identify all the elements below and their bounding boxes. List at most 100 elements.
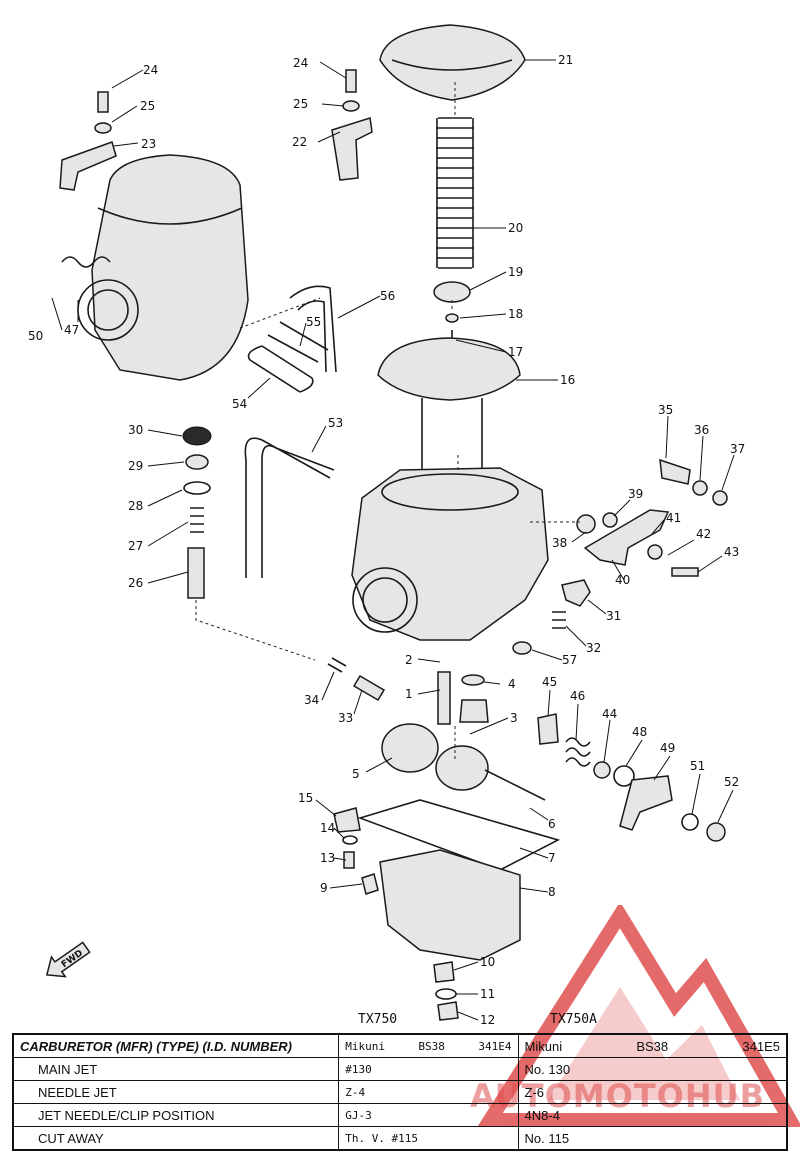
callout-21: 21: [558, 53, 573, 67]
callout-43: 43: [724, 545, 739, 559]
callout-42: 42: [696, 527, 711, 541]
row-value-a: GJ-3: [338, 1103, 519, 1127]
cable-bracket: [331, 117, 373, 181]
callout-22: 22: [292, 135, 307, 149]
callout-11: 11: [480, 987, 495, 1001]
pilot-cap: [182, 426, 212, 446]
callout-19: 19: [508, 265, 523, 279]
float-bowl: [379, 849, 521, 961]
callout-3: 3: [510, 711, 518, 725]
row-label: NEEDLE JET: [12, 1080, 340, 1104]
callout-55: 55: [306, 315, 321, 329]
callout-25: 25: [140, 99, 155, 113]
main-jet: [437, 671, 451, 725]
carburetor-spec-table: CARBURETOR (MFR) (TYPE) (I.D. NUMBER) Mi…: [12, 1033, 788, 1151]
callout-49: 49: [660, 741, 675, 755]
spring-seat: [433, 281, 471, 303]
callout-16: 16: [560, 373, 575, 387]
overflow-hose-56: [289, 285, 337, 373]
link-arm: [583, 509, 670, 566]
diaphragm-piston: [377, 337, 521, 401]
callout-50: 50: [28, 329, 43, 343]
leader-lines: [51, 59, 735, 1021]
callout-46: 46: [570, 689, 585, 703]
callout-23: 23: [141, 137, 156, 151]
callout-14: 14: [320, 821, 335, 835]
row-value-a: #130: [338, 1057, 519, 1081]
callout-2: 2: [405, 653, 413, 667]
assembled-carburetor: [61, 154, 249, 381]
choke-lever: [619, 775, 673, 831]
callout-47: 47: [64, 323, 79, 337]
callout-40: 40: [615, 573, 630, 587]
row-value-b: Z-6: [517, 1080, 788, 1104]
table-row: NEEDLE JET Z-4 Z-6: [12, 1080, 788, 1104]
header-label: CARBURETOR (MFR) (TYPE) (I.D. NUMBER): [12, 1033, 340, 1058]
callout-18: 18: [508, 307, 523, 321]
callout-17: 17: [508, 345, 523, 359]
drain-hose-55: [267, 321, 329, 363]
drain-hose-54: [247, 345, 314, 393]
row-label: JET NEEDLE/CLIP POSITION: [12, 1103, 340, 1127]
header-b-mfr: Mikuni: [524, 1038, 563, 1054]
cable-bracket-left: [59, 141, 117, 191]
piston-spring: [436, 117, 474, 269]
callout-36: 36: [694, 423, 709, 437]
callout-12: 12: [480, 1013, 495, 1027]
callout-29: 29: [128, 459, 143, 473]
throttle-lever: [659, 458, 691, 485]
callout-51: 51: [690, 759, 705, 773]
pilot-screw: [187, 547, 205, 599]
vent-hose: [244, 437, 335, 578]
callout-24: 24: [293, 56, 308, 70]
header-a-id: 341E4: [478, 1039, 512, 1053]
callout-52: 52: [724, 775, 739, 789]
header-a-mfr: Mikuni: [345, 1039, 385, 1053]
callout-57: 57: [562, 653, 577, 667]
row-value-b: No. 130: [517, 1057, 788, 1081]
callout-30: 30: [128, 423, 143, 437]
callout-45: 45: [542, 675, 557, 689]
callout-44: 44: [602, 707, 617, 721]
carburetor-body: [351, 467, 549, 641]
row-label: CUT AWAY: [12, 1126, 340, 1151]
model-label-a: TX750: [358, 1012, 398, 1027]
row-value-b: 4N8-4: [517, 1103, 788, 1127]
header-a-type: BS38: [418, 1039, 445, 1053]
callout-41: 41: [666, 511, 681, 525]
part-drawings: [59, 24, 728, 1021]
callout-32: 32: [586, 641, 601, 655]
callout-25: 25: [293, 97, 308, 111]
callout-33: 33: [338, 711, 353, 725]
table-row: MAIN JET #130 No. 130: [12, 1057, 788, 1081]
callout-9: 9: [320, 881, 328, 895]
callout-56: 56: [380, 289, 395, 303]
callout-4: 4: [508, 677, 516, 691]
carburetor-exploded-diagram: 24 25 23 50 47 24 25 22 21 20 19 18 17 1…: [28, 24, 745, 1027]
callout-31: 31: [606, 609, 621, 623]
table-header-row: CARBURETOR (MFR) (TYPE) (I.D. NUMBER) Mi…: [12, 1033, 788, 1058]
callout-8: 8: [548, 885, 556, 899]
callout-26: 26: [128, 576, 143, 590]
callout-24: 24: [143, 63, 158, 77]
header-b-id: 341E5: [742, 1038, 780, 1054]
callout-53: 53: [328, 416, 343, 430]
callout-37: 37: [730, 442, 745, 456]
intake-bore: [352, 567, 418, 633]
pilot-spring: [190, 507, 204, 533]
callout-34: 34: [304, 693, 319, 707]
callout-13: 13: [320, 851, 335, 865]
row-label: MAIN JET: [12, 1057, 340, 1081]
header-b-type: BS38: [636, 1038, 669, 1054]
table-row: CUT AWAY Th. V. #115 No. 115: [12, 1126, 788, 1151]
row-value-a: Z-4: [338, 1080, 519, 1104]
float: [381, 723, 439, 773]
fwd-arrow-icon: FWD: [45, 941, 91, 978]
row-value-a: Th. V. #115: [338, 1126, 519, 1151]
float-bowl-gasket: [357, 799, 561, 871]
callout-6: 6: [548, 817, 556, 831]
callout-35: 35: [658, 403, 673, 417]
callout-1: 1: [405, 687, 413, 701]
callout-28: 28: [128, 499, 143, 513]
callout-7: 7: [548, 851, 556, 865]
